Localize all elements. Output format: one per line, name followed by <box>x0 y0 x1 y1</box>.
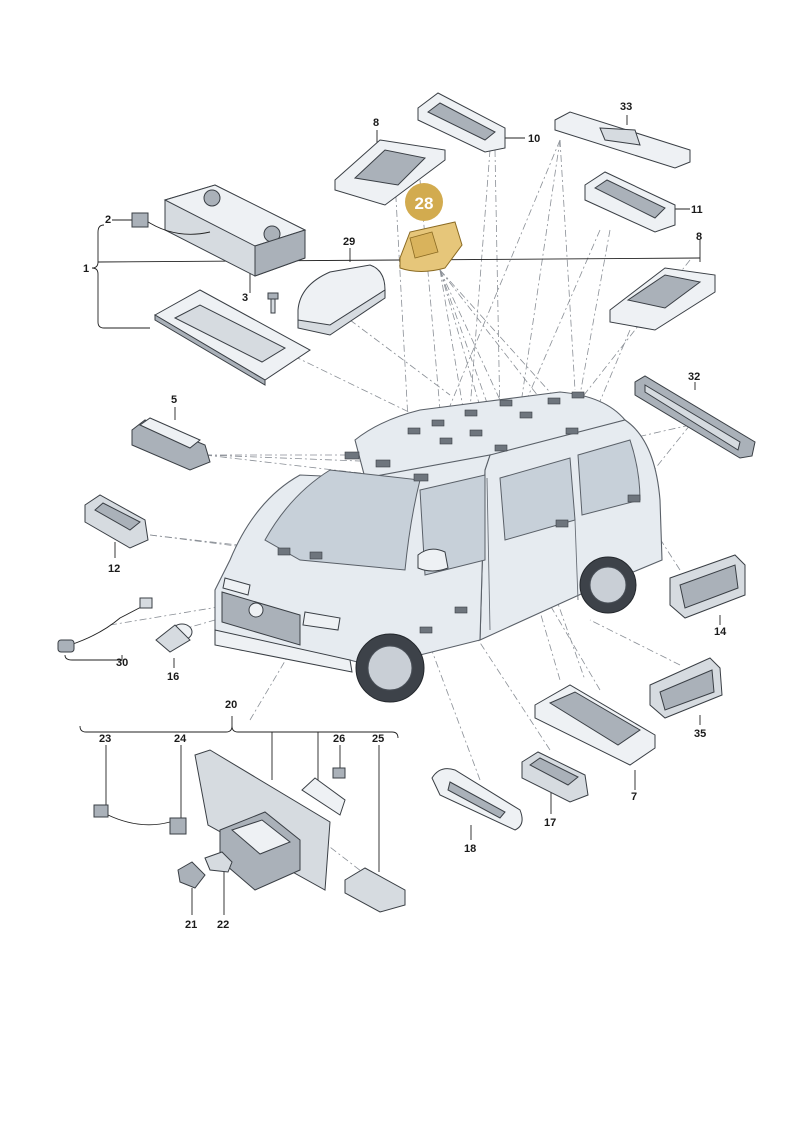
label-2: 2 <box>105 214 111 226</box>
part-11-lamp <box>584 171 676 233</box>
part-28-highlighted-lamp[interactable]: 28 <box>399 183 463 272</box>
part-3-screw <box>267 292 279 314</box>
label-12: 12 <box>108 563 120 575</box>
label-23: 23 <box>99 733 111 745</box>
label-21: 21 <box>185 919 197 931</box>
label-29: 29 <box>343 236 355 248</box>
part-17-lamp <box>521 751 589 803</box>
part-number-labels: 1 2 3 5 7 8 8 10 11 12 14 16 17 18 20 21… <box>83 101 727 931</box>
solid-leader-lines <box>64 115 721 915</box>
label-22: 22 <box>217 919 229 931</box>
part-16-bulb <box>155 623 193 653</box>
part-26 <box>301 767 346 816</box>
label-16: 16 <box>167 671 179 683</box>
part-12-lamp <box>84 494 149 549</box>
label-10: 10 <box>528 133 540 145</box>
label-3: 3 <box>242 292 248 304</box>
label-20: 20 <box>225 699 237 711</box>
part-20-assembly <box>194 749 331 891</box>
label-25: 25 <box>372 733 384 745</box>
part-25 <box>344 867 406 913</box>
part-28-label[interactable]: 28 <box>415 194 434 213</box>
label-32: 32 <box>688 371 700 383</box>
part-33-lamp <box>554 111 691 169</box>
label-5: 5 <box>171 394 177 406</box>
part-35-lamp <box>649 657 723 719</box>
part-5-lamp <box>131 417 211 471</box>
label-8b: 8 <box>696 231 702 243</box>
part-30-cable <box>57 597 153 653</box>
part-18-handle <box>431 768 523 831</box>
part-10-lamp <box>417 92 506 153</box>
label-30: 30 <box>116 657 128 669</box>
part-8-top-lamp <box>334 139 446 206</box>
label-26: 26 <box>333 733 345 745</box>
part-14-lamp <box>669 554 746 619</box>
label-8a: 8 <box>373 117 379 129</box>
van-illustration <box>214 391 663 703</box>
part-1-roof-console <box>131 184 307 277</box>
label-33: 33 <box>620 101 632 113</box>
label-17: 17 <box>544 817 556 829</box>
part-29-lamp <box>297 264 386 336</box>
part-28-badge[interactable] <box>405 183 443 221</box>
label-18: 18 <box>464 843 476 855</box>
part-22 <box>204 851 233 873</box>
label-14: 14 <box>714 626 727 638</box>
label-35: 35 <box>694 728 706 740</box>
part-21 <box>177 861 206 889</box>
label-11: 11 <box>691 204 703 216</box>
part-7-lamp <box>534 684 656 766</box>
part-23-cable <box>93 804 187 835</box>
label-1: 1 <box>83 263 89 275</box>
part-8-right-lamp <box>609 267 716 331</box>
label-24: 24 <box>174 733 187 745</box>
label-7: 7 <box>631 791 637 803</box>
part-32-lamp <box>634 375 756 459</box>
part-1-frame <box>153 289 311 386</box>
